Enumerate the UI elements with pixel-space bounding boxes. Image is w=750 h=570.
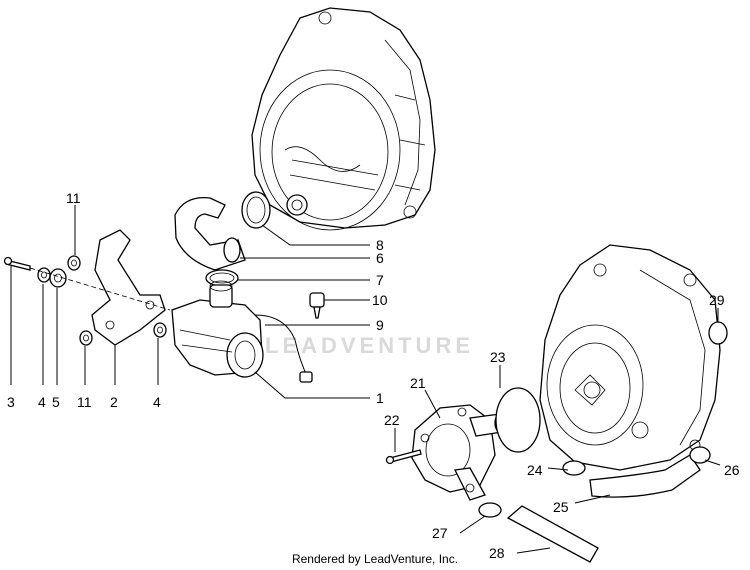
engine-cover-lower: [539, 244, 721, 471]
callout-23: 23: [490, 349, 506, 365]
hose-clamp-24: [562, 460, 586, 476]
callout-8: 8: [376, 237, 384, 253]
callout-11-top: 11: [66, 190, 81, 206]
callout-4-right: 4: [153, 394, 161, 410]
callout-2: 2: [110, 394, 118, 410]
hose-clamp-26: [689, 446, 711, 464]
hose-clamp-8: [241, 191, 271, 229]
o-ring-29: [708, 321, 728, 345]
coolant-hose: [174, 196, 246, 271]
bolt-3: [3, 256, 31, 271]
o-ring-23: [495, 387, 541, 453]
callout-29: 29: [709, 292, 725, 308]
engine-cover-upper: [251, 7, 436, 231]
callout-6: 6: [376, 250, 384, 266]
callout-27: 27: [432, 525, 448, 541]
callout-4-left: 4: [38, 394, 46, 410]
callout-7: 7: [376, 272, 384, 288]
callout-3: 3: [7, 394, 15, 410]
callout-24: 24: [527, 462, 543, 478]
callout-25: 25: [553, 499, 569, 515]
pump-bracket: [91, 229, 166, 346]
bolt-22: [385, 449, 422, 465]
washer-4: [37, 267, 51, 283]
hose-25: [589, 454, 701, 498]
callout-28: 28: [489, 545, 505, 561]
grommet-5: [49, 268, 67, 288]
hose-28: [506, 505, 599, 563]
callout-21: 21: [410, 375, 426, 391]
washer-4-right: [153, 322, 167, 338]
grommet-11-top: [67, 255, 81, 271]
thermostat-housing: [411, 404, 506, 501]
callout-1: 1: [376, 390, 384, 406]
callout-labels: 11 3 4 5 11 2 4 8 6 7 10 9 1 21 22 23 24…: [7, 190, 740, 561]
watermark: LEADVENTURE: [265, 333, 474, 358]
electric-water-pump: [171, 280, 313, 383]
callout-26: 26: [724, 462, 740, 478]
sensor-10: [309, 292, 325, 319]
callout-22: 22: [384, 412, 400, 428]
leader-lines: [10, 205, 721, 554]
callout-5: 5: [52, 394, 60, 410]
hose-clamp-27: [478, 502, 502, 518]
callout-9: 9: [376, 317, 384, 333]
footer-credit: Rendered by LeadVenture, Inc.: [291, 552, 459, 566]
callout-10: 10: [372, 292, 388, 308]
callout-11-bottom: 11: [77, 394, 92, 410]
grommet-11-bottom: [79, 330, 93, 346]
